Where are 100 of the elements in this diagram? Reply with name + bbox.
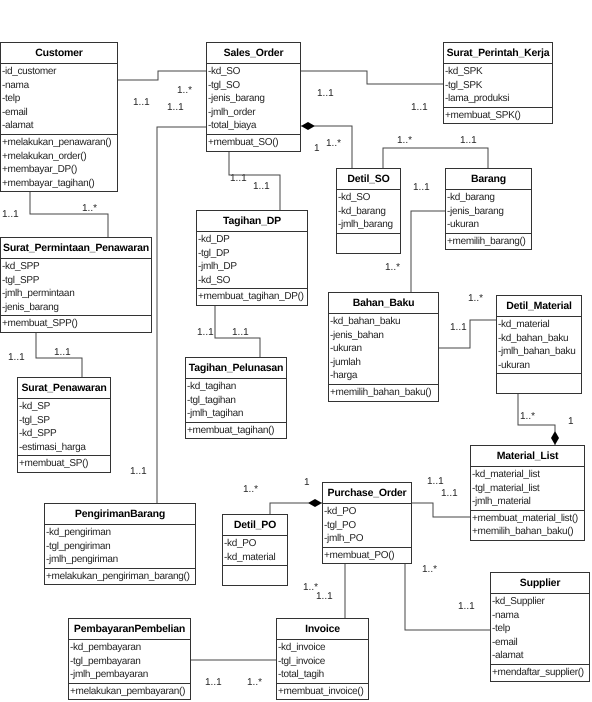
- attribute-list: -kd_barang -jenis_barang -ukuran: [446, 190, 531, 234]
- class-box: [470, 445, 585, 541]
- multiplicity-label: 1..1: [413, 182, 430, 194]
- attribute-list: -id_customer -nama -telp -email -alamat: [1, 64, 117, 135]
- multiplicity-label: 1..1: [441, 488, 458, 500]
- class-name: Invoice: [277, 619, 368, 640]
- association-line: [344, 564, 346, 618]
- class-box: [68, 618, 191, 700]
- attribute-list: -kd_material_list -tgl_material_list -jmlh_material: [471, 467, 584, 511]
- attribute-list: -kd_invoice -tgl_invoice -total_tagih: [277, 640, 368, 684]
- multiplicity-label: 1..1: [316, 591, 333, 603]
- class-box: [276, 618, 369, 700]
- method-list: +melakukan_pengiriman_barang(): [45, 568, 195, 584]
- multiplicity-label: 1..1: [205, 677, 222, 689]
- method-list: +membuat_tagihan_DP(): [197, 289, 307, 305]
- attribute-list: -kd_PO -tgl_PO -jmlh_PO: [323, 504, 411, 548]
- class-box: [206, 42, 301, 152]
- class-box: [328, 292, 439, 402]
- method-list: +membuat_SP(): [18, 456, 110, 472]
- class-name: Sales_Order: [207, 43, 300, 64]
- composition-line: [300, 122, 352, 168]
- multiplicity-label: 1..*: [247, 677, 262, 689]
- method-list: +membuat_tagihan(): [186, 422, 286, 438]
- class-name: Barang: [446, 169, 531, 190]
- attribute-list: -kd_Supplier -nama -telp -email -alamat: [491, 594, 589, 665]
- multiplicity-label: 1..1: [197, 327, 214, 339]
- class-box: [496, 295, 582, 394]
- association-line: [214, 306, 260, 358]
- association-line: [382, 148, 488, 168]
- multiplicity-label: 1..1: [458, 601, 475, 613]
- multiplicity-label: 1..*: [303, 582, 318, 593]
- class-box: [443, 42, 553, 124]
- multiplicity-label: 1: [314, 143, 320, 155]
- attribute-list: -kd_PO -kd_material: [223, 536, 287, 566]
- attribute-list: -kd_pengiriman -tgl_pengiriman -jmlh_pengiriman: [45, 525, 195, 569]
- association-line: [156, 126, 206, 504]
- multiplicity-label: 1..1: [253, 181, 270, 193]
- class-box: [17, 377, 111, 473]
- method-list: +memilih_barang(): [446, 234, 531, 250]
- class-box: [0, 42, 118, 192]
- composition-line: [270, 499, 322, 514]
- method-list: +membuat_invoice(): [277, 684, 368, 700]
- association-line: [410, 210, 446, 292]
- class-box: [185, 357, 287, 440]
- multiplicity-label: 1: [304, 477, 310, 489]
- multiplicity-label: 1..*: [520, 411, 536, 423]
- attribute-list: -kd_SP -tgl_SP -kd_SPP -estimasi_harga: [18, 399, 110, 456]
- method-list: +membuat_SPP(): [1, 316, 151, 332]
- multiplicity-label: 1..*: [177, 85, 192, 97]
- multiplicity-label: 1..*: [468, 293, 484, 305]
- multiplicity-label: 1..1: [133, 97, 150, 109]
- multiplicity-label: 1: [568, 416, 574, 428]
- association-line: [438, 320, 496, 348]
- association-line: [118, 70, 206, 80]
- multiplicity-label: 1..*: [243, 484, 258, 496]
- multiplicity-label: 1..1: [230, 173, 247, 185]
- class-box: [322, 482, 412, 564]
- multiplicity-label: 1..1: [411, 102, 428, 114]
- multiplicity-label: 1..*: [326, 138, 342, 150]
- method-list: +membuat_PO(): [323, 548, 411, 564]
- attribute-list: -kd_DP -tgl_DP -jmlh_DP -kd_SO: [197, 232, 307, 290]
- attribute-list: -kd_tagihan -tgl_tagihan -jmlh_tagihan: [186, 379, 286, 423]
- multiplicity-label: 1..*: [385, 262, 400, 274]
- attribute-list: -kd_material -kd_bahan_baku -jmlh_bahan_baku -ukuran: [497, 317, 581, 374]
- attribute-list: -kd_SPK -tgl_SPK -lama_produksi: [444, 64, 552, 108]
- association-line: [228, 152, 280, 210]
- association-line: [36, 332, 82, 378]
- class-name: Bahan_Baku: [329, 293, 438, 314]
- multiplicity-label: 1..*: [422, 564, 438, 576]
- method-list: +membuat_SPK(): [444, 108, 552, 124]
- class-name: Surat_Penawaran: [18, 378, 110, 399]
- attribute-list: -kd_pembayaran -tgl_pembayaran -jmlh_pembayaran: [69, 640, 190, 684]
- method-list: +membuat_SO(): [207, 134, 300, 151]
- association-line: [404, 564, 490, 630]
- multiplicity-label: 1..1: [232, 327, 249, 339]
- class-box: [222, 514, 288, 586]
- multiplicity-label: 1..1: [427, 476, 444, 488]
- class-name: Material_List: [471, 446, 584, 467]
- method-list: +melakukan_penawaran() +melakukan_order() +membayar_DP() +membayar_tagihan(): [1, 134, 117, 192]
- class-name: Surat_Permintaan_Penawaran: [1, 238, 151, 259]
- multiplicity-label: 1..*: [397, 135, 412, 147]
- class-box: [44, 503, 196, 586]
- association-line: [300, 70, 444, 84]
- class-box: [445, 168, 532, 250]
- method-list: +mendaftar_supplier(): [491, 664, 589, 681]
- composition-line: [518, 394, 559, 446]
- multiplicity-label: 1..1: [54, 347, 71, 359]
- class-name: PengirimanBarang: [45, 504, 195, 525]
- method-list: +memilih_bahan_baku(): [329, 384, 438, 401]
- class-name: Detil_Material: [497, 296, 581, 317]
- multiplicity-label: 1..1: [460, 135, 477, 147]
- class-box: [0, 237, 152, 333]
- association-line: [30, 192, 108, 238]
- class-box: [490, 572, 590, 682]
- class-name: PembayaranPembelian: [69, 619, 190, 640]
- attribute-list: -kd_bahan_baku -jenis_bahan -ukuran -jumlah -harga: [329, 314, 438, 385]
- attribute-list: -kd_SO -kd_barang -jmlh_barang: [337, 190, 400, 234]
- multiplicity-label: 1..1: [167, 102, 184, 114]
- multiplicity-label: 1..1: [450, 322, 467, 334]
- association-line: [412, 502, 470, 518]
